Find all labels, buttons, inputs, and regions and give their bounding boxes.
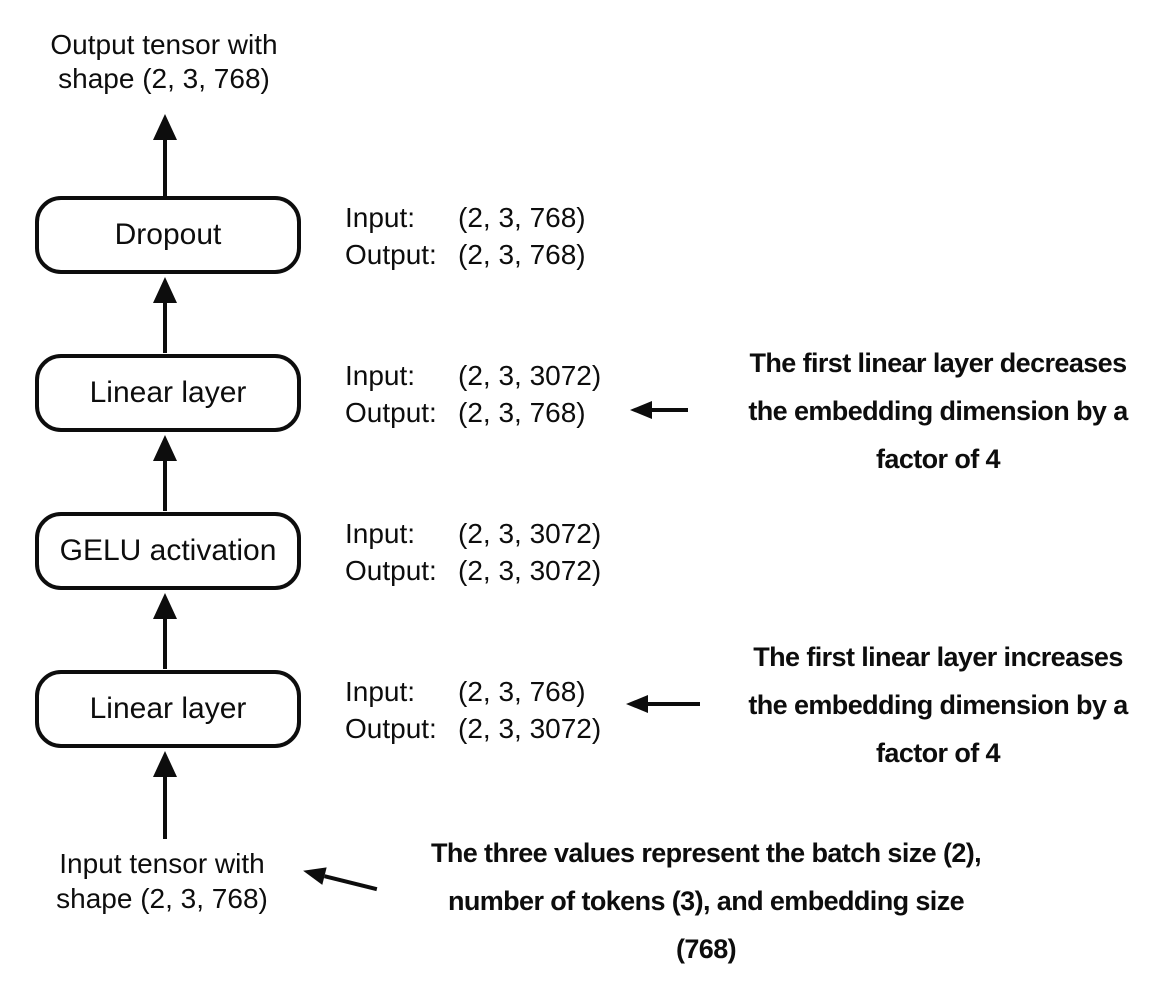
arrow-head [153,751,177,777]
io-output-value: (2, 3, 3072) [458,555,602,586]
arrow-shaft [323,874,378,892]
arrow-up-icon [153,114,177,196]
io-output-value: (2, 3, 768) [458,239,586,270]
io-input-label: Input: [345,676,416,707]
arrow-shaft [162,777,168,839]
io-input-label: Input: [345,202,416,233]
io-shapes-gelu: Input: (2, 3, 3072) Output: (2, 3, 3072) [345,515,635,589]
annotation-line: factor of 4 [876,444,1001,474]
arrow-shaft [162,461,168,511]
arrow-left-icon [630,400,688,420]
annotation-line: the embedding dimension by a [748,396,1128,426]
arrow-head [626,695,648,713]
layer-box-linear-1: Linear layer [35,670,301,748]
annotation-line: factor of 4 [876,738,1001,768]
arrow-shaft [648,702,700,706]
arrow-up-icon [153,593,177,669]
arrow-head [153,277,177,303]
arrow-head [153,435,177,461]
arrow-head [153,593,177,619]
io-output-label: Output: [345,555,437,586]
arrow-shaft [652,408,688,412]
layer-box-label: Linear layer [89,376,247,409]
layer-box-label: Linear layer [89,692,247,725]
layer-box-label: GELU activation [59,534,277,567]
arrow-up-icon [153,277,177,353]
arrow-head [300,862,327,885]
arrow-up-icon [153,751,177,839]
annotation-line: The first linear layer decreases [749,348,1127,378]
io-output-label: Output: [345,397,437,428]
output-tensor-label-line2: shape (2, 3, 768) [58,63,270,94]
input-tensor-label-line2: shape (2, 3, 768) [56,883,268,914]
output-tensor-label-line1: Output tensor with [50,29,278,60]
arrow-shaft [162,619,168,669]
arrow-left-icon [626,694,700,714]
input-tensor-label-line1: Input tensor with [59,848,265,879]
arrow-shaft [162,140,168,196]
annotation-shape-meaning: The three values represent the batch siz… [392,829,1020,973]
io-output-label: Output: [345,239,437,270]
layer-box-label: Dropout [114,218,222,251]
arrow-head [153,114,177,140]
annotation-line: the embedding dimension by a [748,690,1128,720]
arrow-up-icon [153,435,177,511]
layer-box-gelu: GELU activation [35,512,301,590]
layer-box-linear-2: Linear layer [35,354,301,432]
arrow-head [630,401,652,419]
arrow-down-left-icon [300,861,380,899]
io-input-value: (2, 3, 3072) [458,518,602,549]
io-input-label: Input: [345,518,416,549]
layer-box-dropout: Dropout [35,196,301,274]
arrow-shaft [162,303,168,353]
io-input-value: (2, 3, 768) [458,676,586,707]
output-tensor-label: Output tensor with shape (2, 3, 768) [28,28,300,96]
annotation-line: number of tokens (3), and embedding size [447,886,965,916]
io-shapes-linear-1: Input: (2, 3, 768) Output: (2, 3, 3072) [345,673,635,747]
io-input-label: Input: [345,360,416,391]
annotation-decrease: The first linear layer decreases the emb… [712,339,1164,483]
input-tensor-label: Input tensor with shape (2, 3, 768) [40,846,284,916]
io-shapes-linear-2: Input: (2, 3, 3072) Output: (2, 3, 768) [345,357,635,431]
io-output-value: (2, 3, 768) [458,397,586,428]
io-input-value: (2, 3, 3072) [458,360,602,391]
io-shapes-dropout: Input: (2, 3, 768) Output: (2, 3, 768) [345,199,635,273]
io-output-label: Output: [345,713,437,744]
annotation-line: The first linear layer increases [753,642,1123,672]
annotation-line: The three values represent the batch siz… [430,838,982,868]
io-input-value: (2, 3, 768) [458,202,586,233]
annotation-line: (768) [675,934,737,964]
io-output-value: (2, 3, 3072) [458,713,602,744]
annotation-increase: The first linear layer increases the emb… [712,633,1164,777]
